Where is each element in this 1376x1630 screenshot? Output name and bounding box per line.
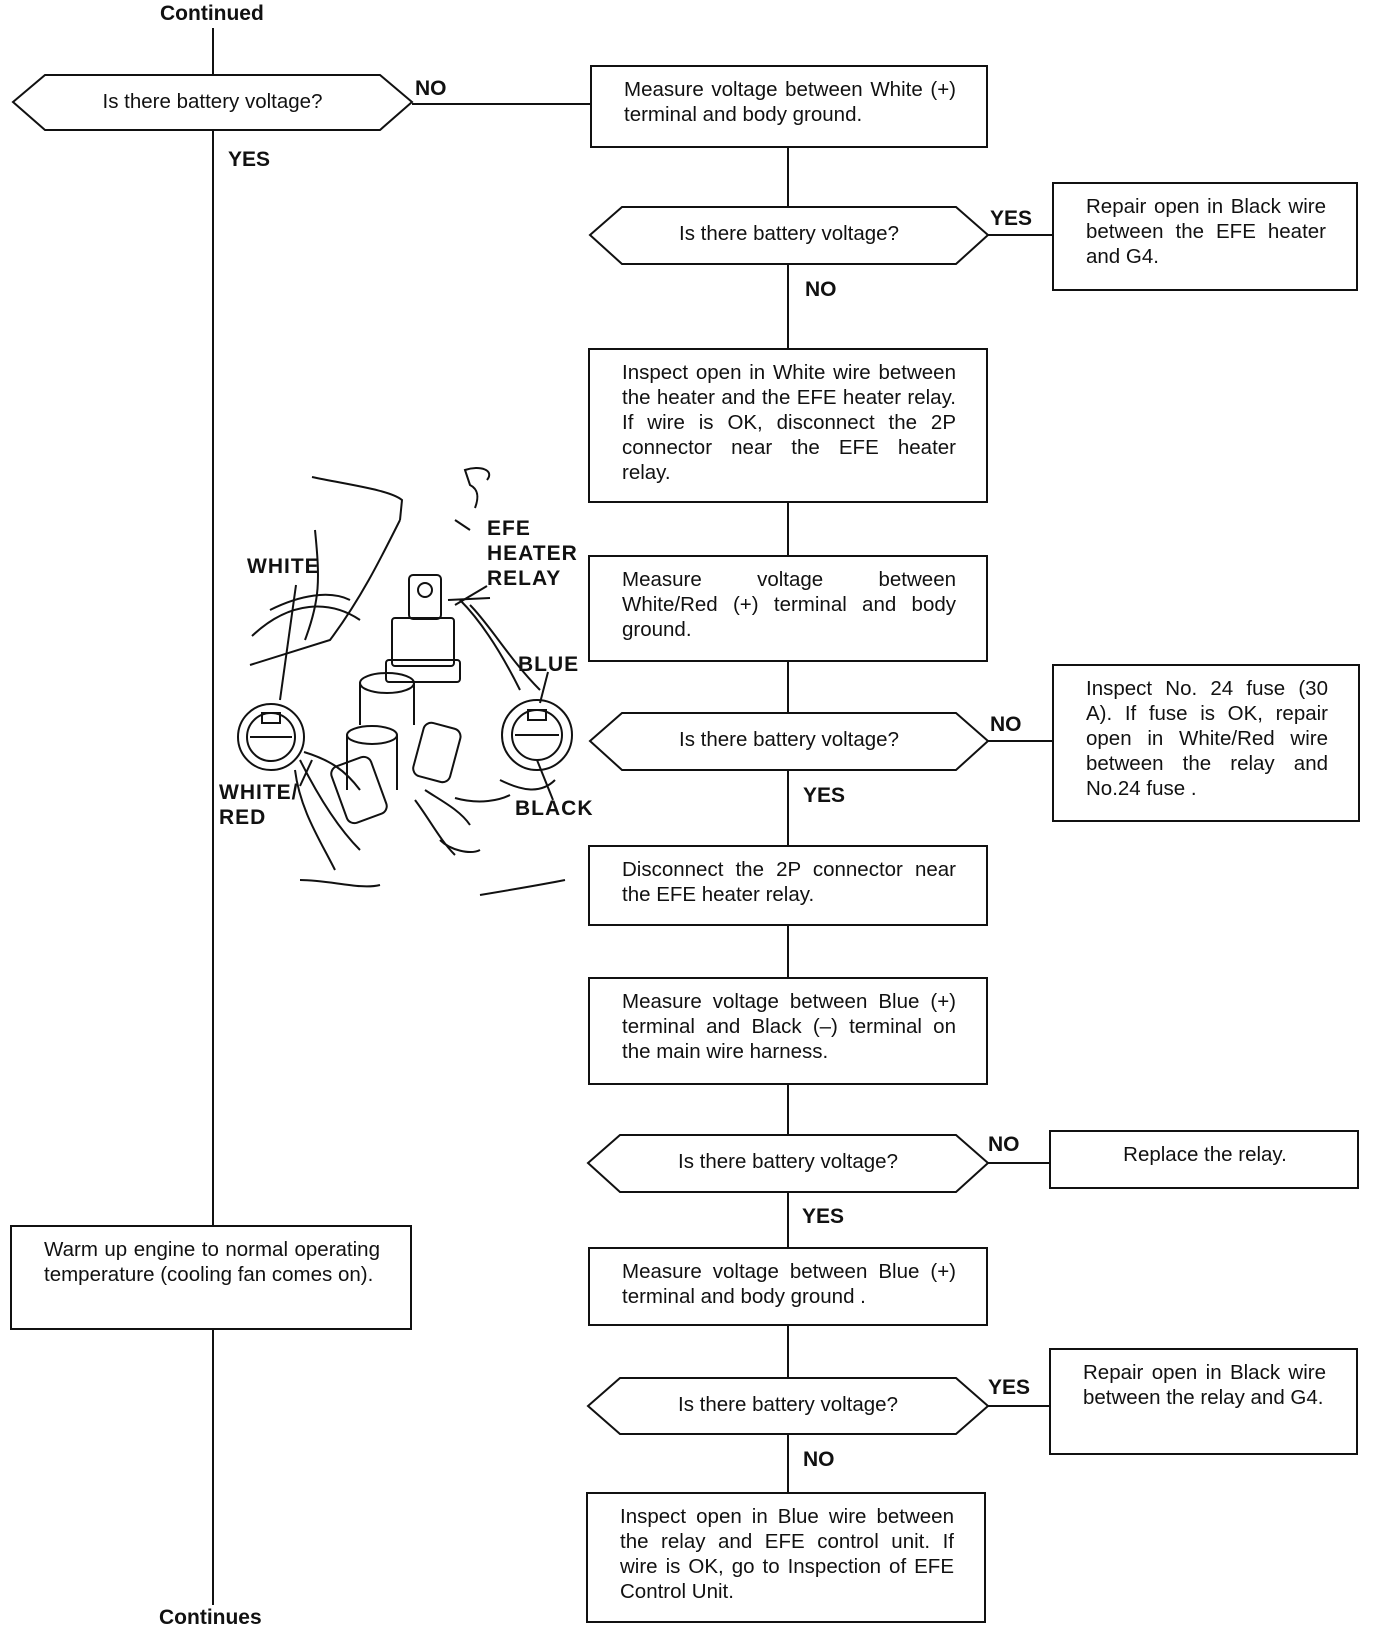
branch-label-d2-yes: YES [990,207,1033,230]
box-measure-blue-black: Measure voltage between Blue (+) termina… [588,977,988,1085]
box-inspect-white: Inspect open in White wire between the h… [588,348,988,503]
relay-illustration [237,467,573,896]
box-measure-white: Measure voltage between White (+) termin… [590,65,988,148]
box-inspect-fuse: Inspect No. 24 fuse (30 A). If fuse is O… [1052,664,1360,822]
continued-caption: Continued [160,2,264,25]
decision-shape-1 [11,74,414,131]
illustration-label-black: BLACK [515,797,594,820]
box-replace-relay: Replace the relay. [1049,1130,1359,1189]
decision-text-2: Is there battery voltage? [679,222,899,245]
branch-label-d4-no: NO [988,1133,1020,1156]
illustration-label-white-red: WHITE/ RED [219,781,299,829]
decision-text-1: Is there battery voltage? [102,90,323,113]
box-disconnect-2p: Disconnect the 2P connector near the EFE… [588,845,988,926]
box-repair-black-efe: Repair open in Black wire between the EF… [1052,182,1358,291]
branch-label-d1-yes: YES [228,148,271,171]
branch-label-d5-yes: YES [988,1376,1031,1399]
illustration-label-relay: EFE HEATER RELAY [487,517,578,590]
box-measure-white-red: Measure voltage between White/Red (+) te… [588,555,988,662]
decision-text-5: Is there battery voltage? [678,1393,898,1416]
box-warm-up: Warm up engine to normal operating tempe… [10,1225,412,1330]
decision-text-3: Is there battery voltage? [679,728,899,751]
decision-shape-5 [586,1377,990,1435]
continues-caption: Continues [159,1606,262,1629]
box-measure-blue-ground: Measure voltage between Blue (+) termina… [588,1247,988,1326]
branch-label-d4-yes: YES [802,1205,845,1228]
branch-label-d5-no: NO [803,1448,835,1471]
branch-label-d3-no: NO [990,713,1022,736]
decision-shape-2 [588,206,990,265]
decision-shape-4 [586,1134,990,1193]
illustration-label-white: WHITE [247,555,320,578]
branch-label-d3-yes: YES [803,784,846,807]
illustration-label-blue: BLUE [518,653,580,676]
box-inspect-blue: Inspect open in Blue wire between the re… [586,1492,986,1623]
decision-shape-3 [588,712,990,771]
branch-label-d1-no: NO [415,77,447,100]
box-repair-black-relay: Repair open in Black wire between the re… [1049,1348,1358,1455]
decision-text-4: Is there battery voltage? [678,1150,898,1173]
branch-label-d2-no: NO [805,278,837,301]
